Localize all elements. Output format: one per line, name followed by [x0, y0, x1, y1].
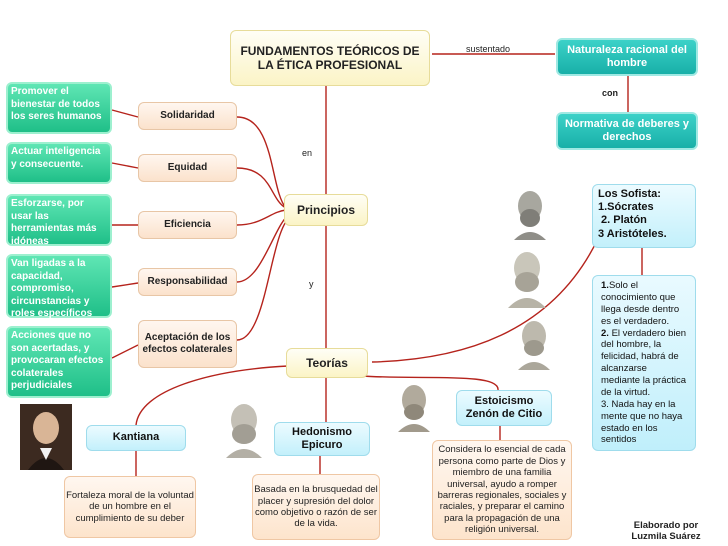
principle-label-text: Aceptación de los efectos colaterales — [142, 332, 233, 355]
connector-en: en — [302, 148, 313, 158]
sofistas-line: 1.Sócrates — [598, 201, 654, 214]
point-text: El verdadero bien del hombre, la felicid… — [601, 327, 687, 398]
credit: Elaborado por Luzmila Suárez — [616, 518, 716, 544]
sofistas-points-box: 1.Solo el conocimiento que llega desde d… — [592, 275, 696, 451]
sofistas-point: 3. Nada hay en la mente que no haya esta… — [601, 399, 687, 447]
principle-desc-text: Esforzarse, por usar las herramientas má… — [11, 198, 97, 247]
sofistas-line: 2. Platón — [598, 214, 647, 227]
theory-name: Estoicismo Zenón de Citio — [465, 394, 543, 420]
theory-desc: Fortaleza moral de la voluntad de un hom… — [66, 489, 194, 524]
principle-label-equidad: Equidad — [138, 154, 237, 182]
principle-desc-text: Promover el bienestar de todos los seres… — [11, 86, 102, 122]
point-text: Solo el conocimiento que llega desde den… — [601, 280, 680, 327]
naturaleza-box: Naturaleza racional del hombre — [556, 38, 698, 76]
connector-con: con — [602, 88, 619, 98]
point-text: 3. Nada hay en la mente que no haya esta… — [601, 398, 683, 446]
principios-box: Principios — [284, 194, 368, 226]
theory-desc: Considera lo esencial de cada persona co… — [437, 444, 567, 536]
teorias-box: Teorías — [286, 348, 368, 378]
principios-text: Principios — [296, 202, 355, 217]
principle-desc-equidad: Actuar inteligencia y consecuente. — [6, 142, 112, 184]
principle-desc-aceptacion: Acciones que no son acertadas, y provoca… — [6, 326, 112, 398]
principle-label-text: Eficiencia — [164, 219, 211, 230]
theory-kantiana: Kantiana — [86, 425, 186, 451]
credit-text: Elaborado por Luzmila Suárez — [631, 519, 701, 542]
connector-sustentado: sustentado — [466, 44, 511, 54]
aristotle-bust-icon — [518, 321, 550, 370]
naturaleza-text: Naturaleza racional del hombre — [567, 43, 687, 69]
kant-portrait-icon — [20, 404, 72, 470]
zeno-bust-icon — [398, 385, 430, 432]
principle-label-responsabilidad: Responsabilidad — [138, 268, 237, 296]
theory-estoicismo: Estoicismo Zenón de Citio — [456, 390, 552, 426]
sofistas-point: 2. El verdadero bien del hombre, la feli… — [601, 328, 687, 399]
theory-desc: Basada en la brusquedad del placer y sup… — [254, 484, 378, 530]
theory-name: Hedonismo Epicuro — [292, 425, 352, 451]
socrates-bust-icon — [514, 191, 546, 240]
principle-label-solidaridad: Solidaridad — [138, 102, 237, 130]
normativa-text: Normativa de deberes y derechos — [564, 117, 690, 143]
principle-desc-solidaridad: Promover el bienestar de todos los seres… — [6, 82, 112, 134]
theory-name: Kantiana — [112, 431, 160, 444]
sofistas-line: 3 Aristóteles. — [598, 227, 667, 240]
estoicismo-desc: Considera lo esencial de cada persona co… — [432, 440, 572, 540]
sofistas-box: Los Sofista: 1.Sócrates 2. Platón 3 Aris… — [592, 184, 696, 248]
principle-label-aceptacion: Aceptación de los efectos colaterales — [138, 320, 237, 368]
principle-label-eficiencia: Eficiencia — [138, 211, 237, 239]
title-text: FUNDAMENTOS TEÓRICOS DE LA ÉTICA PROFESI… — [240, 43, 420, 72]
point-number: 1. — [601, 280, 609, 291]
principle-desc-text: Actuar inteligencia y consecuente. — [11, 146, 101, 170]
principle-label-text: Responsabilidad — [147, 276, 228, 287]
principle-desc-text: Van ligadas a la capacidad, compromiso, … — [11, 258, 93, 319]
sofistas-line: Los Sofista: — [598, 188, 661, 200]
point-number: 2. — [601, 327, 609, 339]
theory-hedonismo: Hedonismo Epicuro — [274, 422, 370, 456]
hedonismo-desc: Basada en la brusquedad del placer y sup… — [252, 474, 380, 540]
principle-label-text: Equidad — [167, 162, 208, 173]
normativa-box: Normativa de deberes y derechos — [556, 112, 698, 150]
connector-y: y — [309, 279, 314, 289]
principle-desc-text: Acciones que no son acertadas, y provoca… — [11, 330, 104, 391]
sofistas-point: 1.Solo el conocimiento que llega desde d… — [601, 280, 687, 328]
teorias-text: Teorías — [306, 355, 348, 370]
plato-bust-icon — [508, 252, 546, 308]
epicurus-bust-icon — [226, 404, 262, 458]
title-box: FUNDAMENTOS TEÓRICOS DE LA ÉTICA PROFESI… — [230, 30, 430, 86]
kantiana-desc: Fortaleza moral de la voluntad de un hom… — [64, 476, 196, 538]
principle-desc-responsabilidad: Van ligadas a la capacidad, compromiso, … — [6, 254, 112, 319]
principle-desc-eficiencia: Esforzarse, por usar las herramientas má… — [6, 194, 112, 247]
principle-label-text: Solidaridad — [160, 110, 215, 121]
